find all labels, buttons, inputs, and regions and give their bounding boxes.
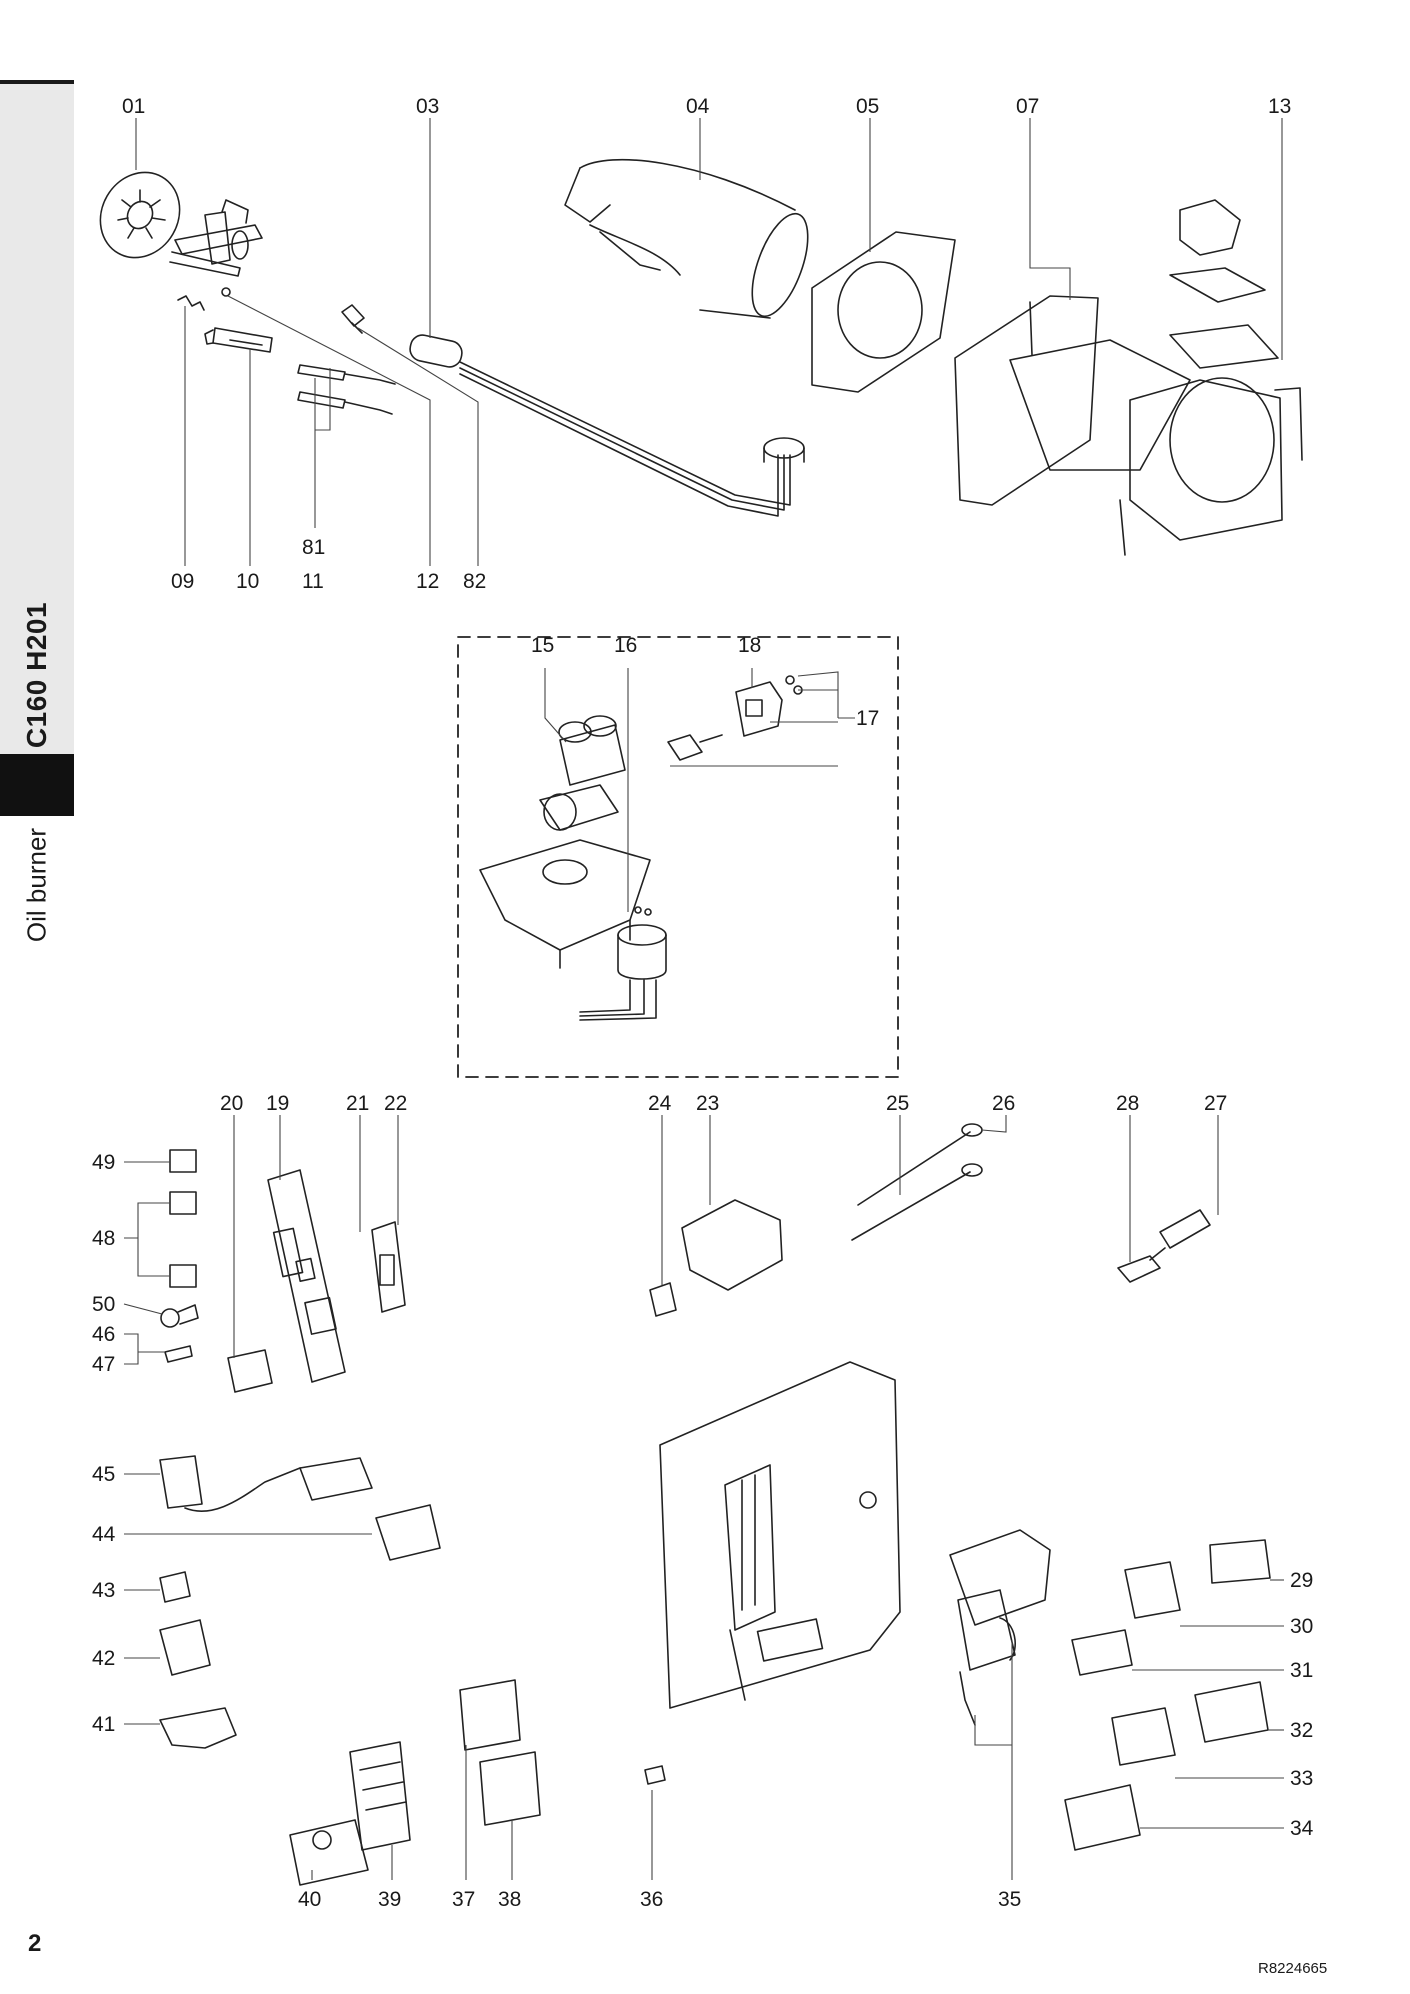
label-36: 36: [640, 1888, 663, 1911]
label-47: 47: [92, 1353, 115, 1376]
part-switches: [169, 1149, 197, 1288]
label-30: 30: [1290, 1615, 1313, 1638]
label-41: 41: [92, 1713, 115, 1736]
part-fitting: [341, 304, 365, 334]
part-ignition-leads: [851, 1123, 983, 1241]
label-38: 38: [498, 1888, 521, 1911]
label-81: 81: [302, 536, 325, 559]
label-04: 04: [686, 95, 710, 118]
label-37: 37: [452, 1888, 475, 1911]
label-33: 33: [1290, 1767, 1313, 1790]
part-burner-housing: [954, 295, 1283, 556]
sidebar-black-block: [0, 754, 74, 816]
label-46: 46: [92, 1323, 115, 1346]
part-control-box: [289, 1741, 411, 1886]
part-solenoid-coil: [735, 675, 803, 737]
label-12: 12: [416, 570, 439, 593]
part-electrode-holder: [169, 199, 263, 297]
label-18: 18: [738, 634, 761, 657]
label-31: 31: [1290, 1659, 1313, 1682]
part-mounting-plate: [479, 839, 651, 969]
label-05: 05: [856, 95, 879, 118]
label-13: 13: [1268, 95, 1291, 118]
label-20: 20: [220, 1092, 243, 1115]
part-servomotor: [949, 1529, 1051, 1726]
label-39: 39: [378, 1888, 401, 1911]
label-19: 19: [266, 1092, 289, 1115]
part-small-fitting: [644, 1765, 666, 1785]
label-15: 15: [531, 634, 554, 657]
label-28: 28: [1116, 1092, 1139, 1115]
label-09: 09: [171, 570, 194, 593]
part-cover-plate: [227, 1349, 273, 1393]
label-22: 22: [384, 1092, 407, 1115]
label-48: 48: [92, 1227, 115, 1250]
label-24: 24: [648, 1092, 672, 1115]
label-26: 26: [992, 1092, 1015, 1115]
label-44: 44: [92, 1523, 116, 1546]
part-plug-cable: [159, 1455, 441, 1561]
part-preheater-head: [579, 906, 667, 1021]
label-35: 35: [998, 1888, 1021, 1911]
part-preheater-cable: [409, 334, 805, 517]
part-contactors: [459, 1679, 541, 1826]
part-indicator-lamp: [160, 1304, 199, 1328]
label-49: 49: [92, 1151, 115, 1174]
label-01: 01: [122, 95, 145, 118]
part-valve-stem: [667, 734, 723, 761]
label-11: 11: [302, 570, 324, 593]
label-10: 10: [236, 570, 259, 593]
label-27: 27: [1204, 1092, 1227, 1115]
part-ignition-transformer: [649, 1199, 783, 1317]
drawing-reference: R8224665: [1258, 1960, 1328, 1977]
label-50: 50: [92, 1293, 115, 1316]
part-front-panel: [267, 1169, 346, 1383]
part-relay-module: [371, 1221, 406, 1313]
label-45: 45: [92, 1463, 115, 1486]
label-03: 03: [416, 95, 439, 118]
label-21: 21: [346, 1092, 369, 1115]
part-photocell: [1117, 1209, 1211, 1283]
label-16: 16: [614, 634, 637, 657]
label-07: 07: [1016, 95, 1039, 118]
part-oil-pump-valve: [539, 715, 626, 831]
part-nozzle-body: [204, 327, 273, 353]
label-42: 42: [92, 1647, 115, 1670]
part-connectors-left: [159, 1571, 237, 1749]
label-34: 34: [1290, 1817, 1314, 1840]
sidebar-grey-strip: [0, 84, 74, 754]
part-ignition-electrodes: [297, 364, 396, 415]
part-clip: [177, 295, 205, 311]
label-29: 29: [1290, 1569, 1313, 1592]
part-fuse-holder: [164, 1345, 193, 1363]
label-82: 82: [463, 570, 486, 593]
part-control-bracket: [1169, 199, 1303, 461]
label-25: 25: [886, 1092, 909, 1115]
label-32: 32: [1290, 1719, 1313, 1742]
label-17: 17: [856, 707, 879, 730]
page-number: 2: [28, 1930, 42, 1957]
label-40: 40: [298, 1888, 321, 1911]
label-43: 43: [92, 1579, 115, 1602]
optional-kit-frame: [457, 636, 899, 1078]
part-flange-gasket: [811, 231, 956, 393]
part-control-board: [659, 1361, 901, 1709]
part-diffuser-disc: [99, 171, 181, 259]
part-connectors-right: [1064, 1539, 1271, 1851]
part-air-tube: [564, 158, 809, 319]
label-23: 23: [696, 1092, 719, 1115]
